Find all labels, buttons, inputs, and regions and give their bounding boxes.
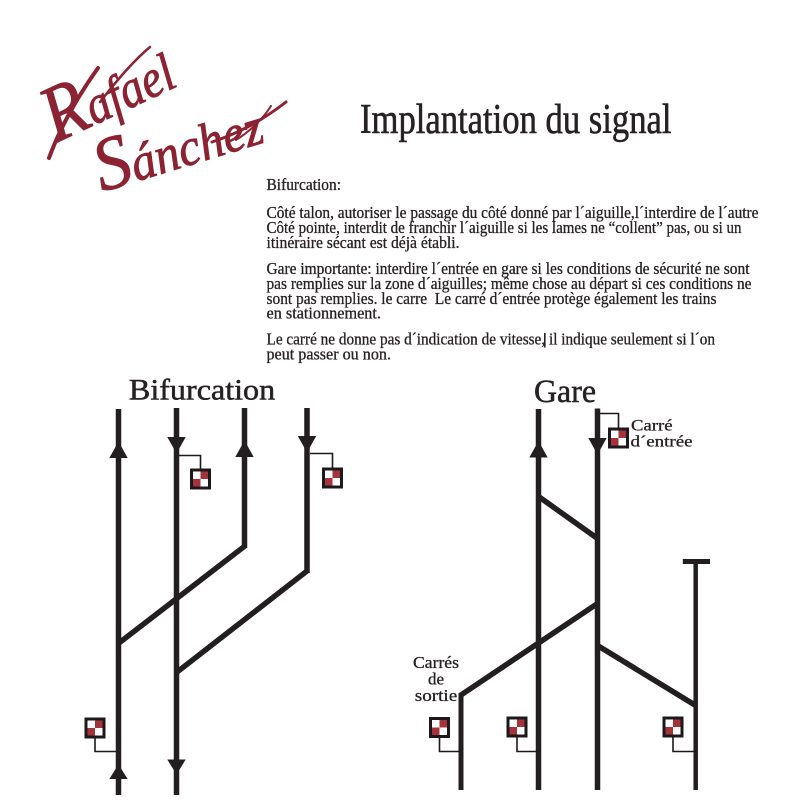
svg-text:sont pas remplies. le carre L: sont pas remplies. le carre Le carré d´e… — [267, 289, 717, 308]
svg-text:pas remplies sur la zone d´aig: pas remplies sur la zone d´aiguilles; mê… — [267, 274, 752, 293]
svg-text:d´entrée: d´entrée — [631, 434, 693, 451]
svg-text:Bifurcation: Bifurcation — [129, 374, 275, 407]
svg-text:sortie: sortie — [415, 686, 458, 705]
svg-text:itinéraire sécant est déjà éta: itinéraire sécant est déjà établi. — [267, 233, 460, 252]
svg-text:Bifurcation:: Bifurcation: — [267, 175, 342, 194]
svg-text:peut passer ou non.: peut passer ou non. — [267, 344, 392, 363]
svg-text:Carrés: Carrés — [413, 653, 459, 672]
svg-text:Côté talon, autoriser le passa: Côté talon, autoriser le passage du côté… — [267, 203, 759, 222]
svg-text:en stationnement.: en stationnement. — [267, 304, 382, 323]
svg-text:Carré: Carré — [631, 418, 673, 435]
svg-text:de: de — [428, 670, 444, 689]
svg-text:Le carré ne donne pas d´indica: Le carré ne donne pas d´indication de vi… — [267, 330, 716, 349]
svg-text:Côté pointe, interdit de franc: Côté pointe, interdit de franchir l´aigu… — [267, 218, 742, 237]
svg-text:Implantation du signal: Implantation du signal — [360, 97, 672, 143]
svg-text:Gare importante: interdire l´e: Gare importante: interdire l´entrée en g… — [267, 259, 750, 278]
svg-text:Gare: Gare — [534, 374, 596, 410]
